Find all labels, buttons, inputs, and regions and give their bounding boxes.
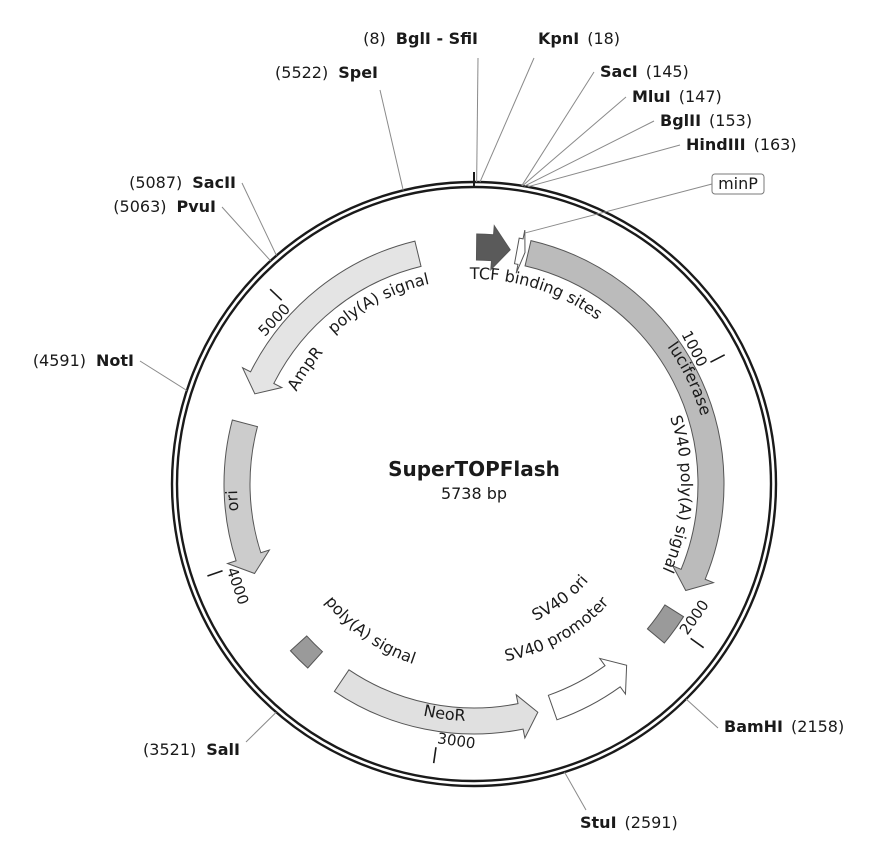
site-label-pvui: (5063)PvuI [113,197,216,216]
site-label-bamhi: BamHI(2158) [724,717,844,736]
site-label-noti: (4591)NotI [33,351,134,370]
site-leader [524,120,655,187]
site-label-hindiii: HindIII(163) [686,135,797,154]
site-leader [522,96,627,187]
feature-sv40-promoter [547,657,628,721]
site-label-mlui: MluI(147) [632,87,722,106]
site-leader [245,711,277,743]
site-leader [476,57,479,183]
feature-ori [223,419,271,575]
feature-label-poly-a-signal: poly(A) signal [322,592,419,668]
site-leader [139,360,188,391]
site-label-kpni: KpnI(18) [538,29,620,48]
site-leader [685,698,719,729]
tick-mark [690,637,705,649]
minp-label: minP [718,174,758,193]
site-leader [521,71,595,187]
tick-label: 3000 [436,729,476,752]
site-label-bgli-sfii: (8)BglI - SfiI [363,29,478,48]
site-label-bglii: BglII(153) [660,111,752,130]
feature-minp [513,229,526,274]
feature-label-ori: ori [222,490,242,512]
tick-mark [207,570,223,577]
plasmid-name: SuperTOPFlash [388,457,560,481]
feature-luciferase [524,239,725,592]
feature-ampr [241,240,422,395]
features [223,224,725,740]
feature-poly-a-signal [289,635,324,669]
minp-callout-box [711,173,765,195]
site-label-stui: StuI(2591) [580,813,678,832]
site-leader [379,89,404,191]
restriction-sites: (8)BglI - SfiI KpnI(18) SacI(145) MluI(147)… [33,29,844,832]
site-leader [479,57,535,183]
site-label-sali: (3521)SalI [143,740,240,759]
feature-neor [333,669,539,740]
feature-sv40-poly-a-signal [646,604,685,644]
tick-mark [269,288,283,301]
site-leader [241,182,277,256]
site-leader [221,206,271,262]
site-leader [527,144,681,188]
tick-mark [432,747,437,764]
site-label-sacii: (5087)SacII [129,173,236,192]
site-label-saci: SacI(145) [600,62,689,81]
tick-mark [710,354,726,363]
minp-leader [524,183,713,234]
feature-tcf-binding-sites [475,224,511,271]
site-leader [564,771,587,811]
site-label-spei: (5522)SpeI [275,63,378,82]
plasmid-size: 5738 bp [441,484,507,503]
